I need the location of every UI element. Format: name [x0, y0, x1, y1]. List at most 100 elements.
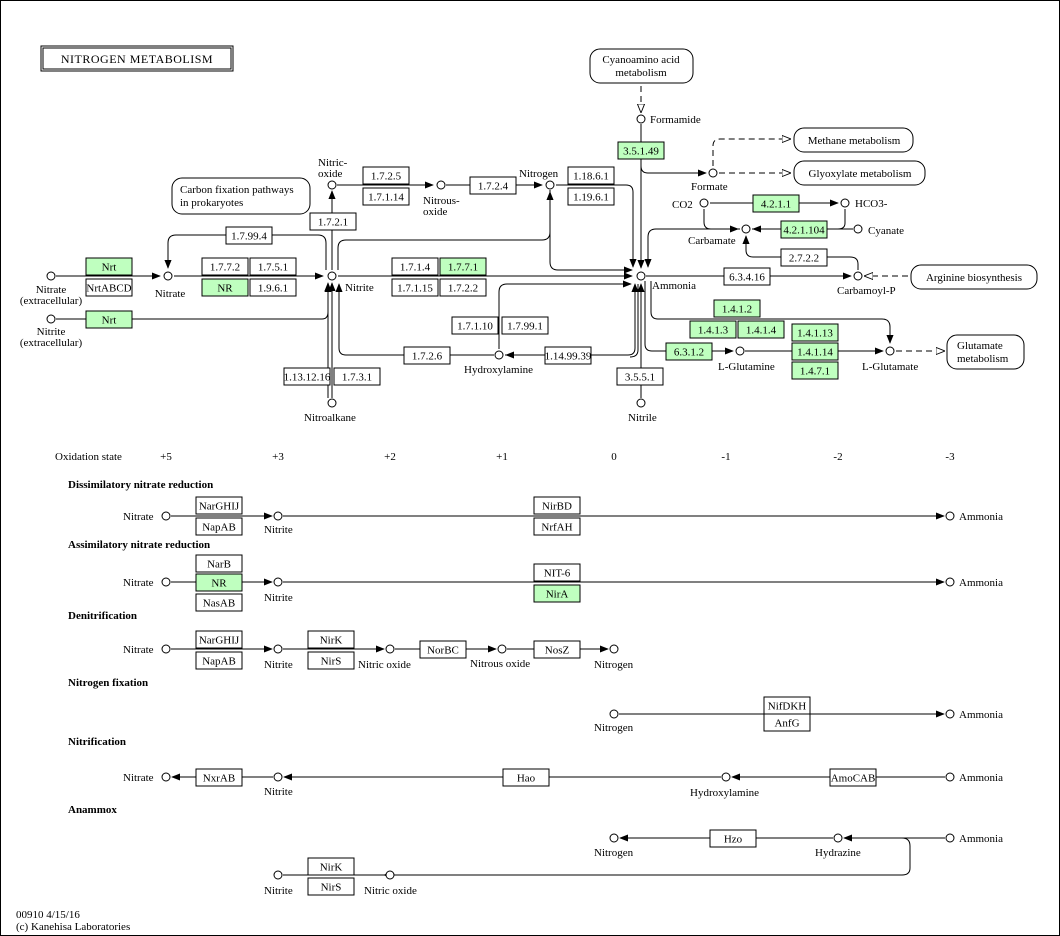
enzyme-label: AnfG	[774, 718, 799, 730]
compound-nitrogen[interactable]: Nitrogen	[519, 168, 559, 190]
compound-nitroalkane[interactable]: Nitroalkane	[304, 398, 356, 424]
enzyme-box-4-2-1-1[interactable]: 4.2.1.1	[752, 194, 800, 213]
compound-l-glutamine[interactable]: L-Glutamine	[718, 346, 775, 373]
compound-nitrous-oxide[interactable]: Nitrous- oxide	[423, 180, 460, 218]
enzyme-box-anfg[interactable]: AnfG	[763, 713, 811, 732]
enzyme-box-nrt[interactable]: Nrt	[85, 257, 133, 276]
enzyme-box-1-7-2-5[interactable]: 1.7.2.5	[362, 166, 410, 185]
enzyme-box-1-7-7-1[interactable]: 1.7.7.1	[439, 257, 487, 276]
enzyme-box-1-7-3-1[interactable]: 1.7.3.1	[333, 367, 381, 386]
enzyme-box-nifdkh[interactable]: NifDKH	[763, 696, 811, 715]
enzyme-box-1-18-6-1[interactable]: 1.18.6.1	[567, 166, 615, 185]
enzyme-box-2-7-2-2[interactable]: 2.7.2.2	[780, 248, 828, 267]
enzyme-box-nrfah[interactable]: NrfAH	[533, 517, 581, 536]
enzyme-box-nirk[interactable]: NirK	[307, 857, 355, 876]
compound-nitrate[interactable]: Nitrate	[155, 271, 186, 300]
enzyme-box-nosz[interactable]: NosZ	[533, 640, 581, 659]
enzyme-box-3-5-1-49[interactable]: 3.5.1.49	[617, 141, 665, 160]
compound-cyanate[interactable]: Cyanate	[853, 224, 904, 237]
enzyme-box-nasab[interactable]: NasAB	[195, 593, 243, 612]
enzyme-box-1-7-2-6[interactable]: 1.7.2.6	[403, 346, 451, 365]
enzyme-box-1-7-1-10[interactable]: 1.7.1.10	[451, 316, 499, 335]
compound-carbamoyl-p[interactable]: Carbamoyl-P	[837, 271, 896, 297]
map-link-cyanoamino[interactable]: Cyanoamino acid metabolism	[589, 48, 694, 84]
enzyme-label: 3.5.1.49	[623, 146, 659, 158]
enzyme-box-nirk[interactable]: NirK	[307, 630, 355, 649]
map-link-glyoxylate[interactable]: Glyoxylate metabolism	[793, 160, 926, 186]
map-link-carbon-fixation[interactable]: Carbon fixation pathways in prokaryotes	[171, 177, 311, 215]
compound-nitrite[interactable]: Nitrite	[327, 271, 374, 294]
map-link-glutamate[interactable]: Glutamate metabolism	[946, 334, 1025, 370]
svg-text:Cyanoamino acid: Cyanoamino acid	[602, 54, 680, 66]
map-link-arginine[interactable]: Arginine biosynthesis	[910, 264, 1038, 290]
enzyme-box-1-7-1-4[interactable]: 1.7.1.4	[391, 257, 439, 276]
enzyme-box-1-7-1-15[interactable]: 1.7.1.15	[391, 278, 439, 297]
enzyme-box-1-7-99-4[interactable]: 1.7.99.4	[225, 226, 273, 245]
enzyme-box-1-13-12-16[interactable]: 1.13.12.16	[283, 367, 331, 386]
enzyme-box-1-4-1-4[interactable]: 1.4.1.4	[737, 320, 785, 339]
enzyme-box-narb[interactable]: NarB	[195, 554, 243, 573]
compound-nitrile[interactable]: Nitrile	[628, 398, 657, 424]
enzyme-box-1-7-7-2[interactable]: 1.7.7.2	[201, 257, 249, 276]
enzyme-box-1-4-7-1[interactable]: 1.4.7.1	[791, 361, 839, 380]
enzyme-box-nirbd[interactable]: NirBD	[533, 496, 581, 515]
compound-hco3[interactable]: HCO3-	[840, 198, 888, 210]
compound-nitrate-extracellular[interactable]: Nitrate (extracellular)	[20, 271, 83, 307]
enzyme-box-nirs[interactable]: NirS	[307, 877, 355, 896]
enzyme-box-narghij[interactable]: NarGHIJ	[195, 496, 243, 515]
enzyme-label: NxrAB	[203, 773, 235, 785]
enzyme-box-napab[interactable]: NapAB	[195, 651, 243, 670]
enzyme-label: NirBD	[542, 501, 572, 513]
map-link-methane[interactable]: Methane metabolism	[793, 127, 914, 153]
compound-formamide[interactable]: Formamide	[636, 114, 701, 126]
enzyme-box-1-9-6-1[interactable]: 1.9.6.1	[249, 278, 297, 297]
enzyme-box-6-3-1-2[interactable]: 6.3.1.2	[665, 342, 713, 361]
enzyme-box-nira[interactable]: NirA	[533, 584, 581, 603]
enzyme-box-4-2-1-104[interactable]: 4.2.1.104	[780, 220, 828, 239]
svg-text:L-Glutamine: L-Glutamine	[718, 361, 775, 373]
compound-hydroxylamine[interactable]: Hydroxylamine	[464, 350, 533, 376]
enzyme-box-1-7-1-14[interactable]: 1.7.1.14	[362, 187, 410, 206]
compound-co2[interactable]: CO2	[672, 198, 709, 211]
enzyme-label: 3.5.5.1	[625, 372, 655, 384]
compound-carbamate[interactable]: Carbamate	[688, 224, 751, 247]
enzyme-box-1-4-1-2[interactable]: 1.4.1.2	[713, 299, 761, 318]
compound-ammonia[interactable]: Ammonia	[636, 271, 696, 292]
module-title: Nitrogen fixation	[68, 677, 148, 689]
enzyme-label: 1.9.6.1	[258, 283, 288, 295]
enzyme-box-1-7-5-1[interactable]: 1.7.5.1	[249, 257, 297, 276]
enzyme-box-napab[interactable]: NapAB	[195, 517, 243, 536]
enzyme-box-nxrab[interactable]: NxrAB	[195, 768, 243, 787]
enzyme-box-norbc[interactable]: NorBC	[419, 640, 467, 659]
enzyme-box-6-3-4-16[interactable]: 6.3.4.16	[723, 267, 771, 286]
svg-text:in prokaryotes: in prokaryotes	[180, 197, 243, 209]
enzyme-box-3-5-5-1[interactable]: 3.5.5.1	[616, 367, 664, 386]
enzyme-box-nrtabcd[interactable]: NrtABCD	[85, 278, 133, 297]
oxidation-state-value: +1	[496, 451, 508, 463]
enzyme-box-hao[interactable]: Hao	[502, 768, 550, 787]
enzyme-box-1-14-99-39[interactable]: 1.14.99.39	[544, 346, 592, 365]
enzyme-box-narghij[interactable]: NarGHIJ	[195, 630, 243, 649]
enzyme-box-1-7-99-1[interactable]: 1.7.99.1	[501, 316, 549, 335]
enzyme-box-1-4-1-3[interactable]: 1.4.1.3	[689, 320, 737, 339]
enzyme-box-1-4-1-14[interactable]: 1.4.1.14	[791, 342, 839, 361]
enzyme-box-1-7-2-2[interactable]: 1.7.2.2	[439, 278, 487, 297]
svg-text:metabolism: metabolism	[615, 67, 667, 79]
svg-text:Nitric-: Nitric-	[318, 157, 348, 169]
compound-nitric-oxide[interactable]: Nitric- oxide	[318, 157, 348, 190]
enzyme-box-amocab[interactable]: AmoCAB	[829, 768, 877, 787]
compound-formate[interactable]: Formate	[691, 168, 728, 193]
enzyme-box-nr[interactable]: NR	[201, 278, 249, 297]
enzyme-box-hzo[interactable]: Hzo	[709, 829, 757, 848]
enzyme-box-nirs[interactable]: NirS	[307, 651, 355, 670]
enzyme-box-nrt[interactable]: Nrt	[85, 310, 133, 329]
enzyme-box-1-4-1-13[interactable]: 1.4.1.13	[791, 323, 839, 342]
compound-l-glutamate[interactable]: L-Glutamate	[862, 346, 918, 373]
enzyme-box-nr[interactable]: NR	[195, 573, 243, 592]
enzyme-box-nit-6[interactable]: NIT-6	[533, 563, 581, 582]
enzyme-box-1-7-2-1[interactable]: 1.7.2.1	[309, 212, 357, 231]
compound-nitrite-extracellular[interactable]: Nitrite (extracellular)	[20, 314, 83, 349]
enzyme-box-1-19-6-1[interactable]: 1.19.6.1	[567, 187, 615, 206]
enzyme-box-1-7-2-4[interactable]: 1.7.2.4	[469, 176, 517, 195]
